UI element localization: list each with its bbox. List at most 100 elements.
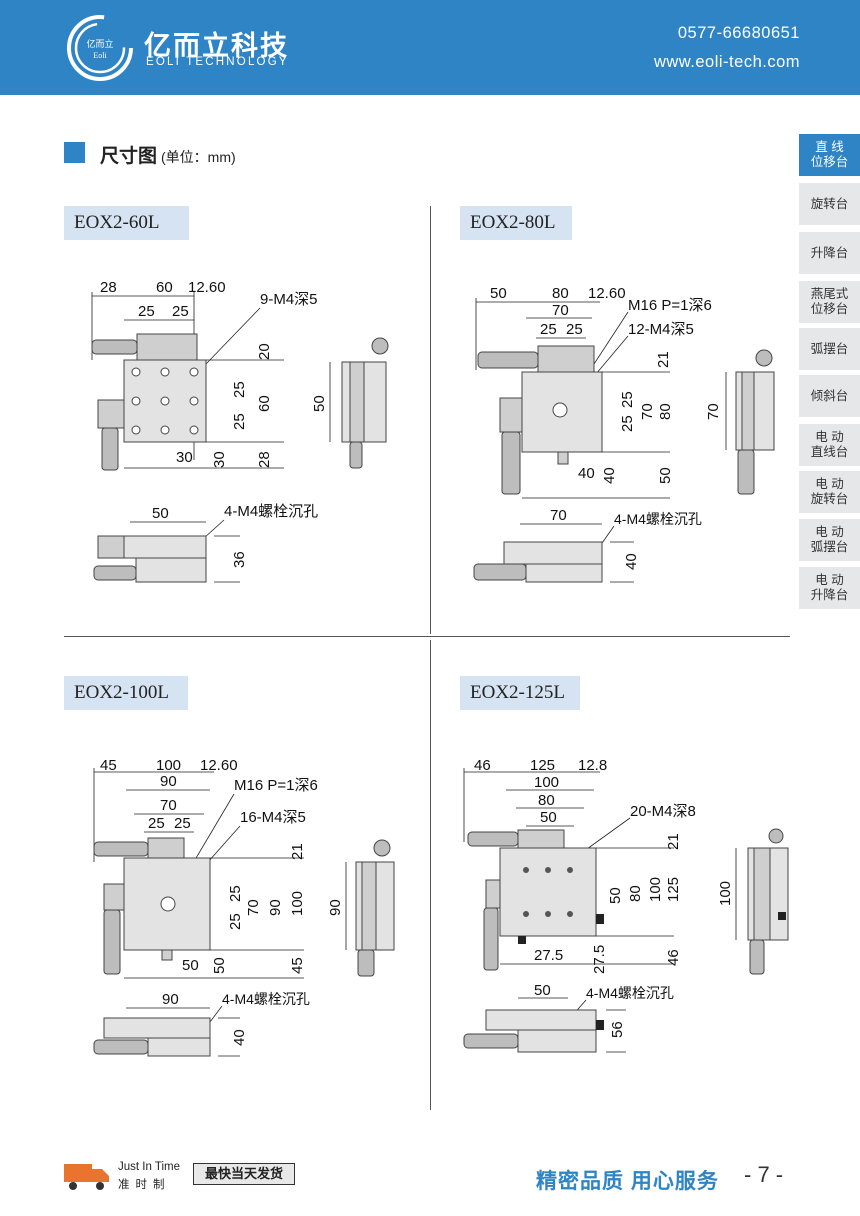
jit-label-en: Just In Time bbox=[118, 1161, 180, 1173]
hole-note: 20-M4深8 bbox=[630, 803, 696, 820]
thread-note: M16 P=1深6 bbox=[628, 297, 712, 314]
dim-inner-2: 70 bbox=[160, 797, 177, 814]
drawing-eox2-60l: 28 60 12.60 25 25 9-M4深5 20 25 60 25 30 … bbox=[91, 279, 389, 583]
dim-right-5: 30 bbox=[211, 451, 228, 468]
model-label-eox2-60l: EOX2-60L bbox=[64, 206, 189, 240]
dim-right-5: 25 bbox=[619, 415, 636, 432]
dim-right-3: 60 bbox=[256, 395, 273, 412]
nav-item-dovetail-stage[interactable]: 燕尾式 位移台 bbox=[799, 281, 860, 323]
divider-vertical-top bbox=[430, 206, 431, 634]
nav-item-rotation-stage[interactable]: 旋转台 bbox=[799, 183, 860, 225]
drawing-eox2-125l: 46 125 12.8 100 80 50 20-M4深8 21 50 80 1… bbox=[463, 757, 789, 1053]
dim-right-1: 21 bbox=[665, 833, 682, 850]
dim-right-7: 50 bbox=[211, 957, 228, 974]
dim-inner-1: 90 bbox=[160, 773, 177, 790]
nav-item-lift-stage[interactable]: 升降台 bbox=[799, 232, 860, 274]
drawing-eox2-80l: 50 80 12.60 70 25 25 M16 P=1深6 12-M4深5 2… bbox=[473, 285, 775, 583]
dim-bottom: 27.5 bbox=[534, 947, 563, 964]
dim-inner-4: 25 bbox=[174, 815, 191, 832]
dim-right-6: 25 bbox=[227, 913, 244, 930]
footer-slogan: 精密品质 用心服务 bbox=[536, 1170, 719, 1193]
front-note: 4-M4螺栓沉孔 bbox=[614, 511, 702, 527]
hole-note: 16-M4深5 bbox=[240, 809, 306, 826]
dim-right-2: 50 bbox=[607, 887, 624, 904]
nav-item-linear-stage[interactable]: 直 线 位移台 bbox=[799, 134, 860, 176]
website-link[interactable]: www.eoli-tech.com bbox=[653, 53, 800, 71]
dim-right-3: 70 bbox=[245, 899, 262, 916]
dim-top-2: 80 bbox=[552, 285, 569, 302]
model-label-eox2-100l: EOX2-100L bbox=[64, 676, 188, 710]
dim-inner-3: 25 bbox=[566, 321, 583, 338]
dim-right-2: 25 bbox=[231, 381, 248, 398]
section-unit: (单位：mm) bbox=[161, 149, 236, 165]
drawing-eox2-100l: 45 100 12.60 90 70 25 25 M16 P=1深6 16-M4… bbox=[93, 757, 395, 1057]
dim-top-3: 12.60 bbox=[188, 279, 226, 296]
dim-top-2: 125 bbox=[530, 757, 555, 774]
dim-right-3: 80 bbox=[627, 885, 644, 902]
nav-item-motorized-rotation[interactable]: 电 动 旋转台 bbox=[799, 471, 860, 513]
dim-top-3: 12.60 bbox=[588, 285, 626, 302]
dim-bottom: 30 bbox=[176, 449, 193, 466]
dim-right-4: 80 bbox=[657, 403, 674, 420]
dim-front-height: 40 bbox=[231, 1029, 248, 1046]
nav-item-tilt-stage[interactable]: 倾斜台 bbox=[799, 375, 860, 417]
dim-right-6: 28 bbox=[256, 451, 273, 468]
company-name-cn: 亿而立科技 bbox=[144, 31, 289, 61]
nav-item-motorized-lift[interactable]: 电 动 升降台 bbox=[799, 567, 860, 609]
dim-side: 70 bbox=[705, 403, 722, 420]
thread-note: M16 P=1深6 bbox=[234, 777, 318, 794]
model-label-eox2-80l: EOX2-80L bbox=[460, 206, 572, 240]
dim-side: 50 bbox=[311, 395, 328, 412]
dim-front-height: 56 bbox=[609, 1021, 626, 1038]
dim-top-1: 46 bbox=[474, 757, 491, 774]
section-title: 尺寸图(单位：mm) bbox=[100, 141, 236, 168]
company-logo-icon: 亿而立 Eoli bbox=[67, 15, 133, 81]
nav-item-goniometer-stage[interactable]: 弧摆台 bbox=[799, 328, 860, 370]
dim-top-2: 100 bbox=[156, 757, 181, 774]
dim-bottom: 40 bbox=[578, 465, 595, 482]
section-marker-icon bbox=[64, 142, 85, 163]
front-note: 4-M4螺栓沉孔 bbox=[224, 503, 318, 520]
dim-right-2: 25 bbox=[619, 391, 636, 408]
dim-front-height: 36 bbox=[231, 551, 248, 568]
page-number: - 7 - bbox=[744, 1162, 784, 1187]
dim-inner-2: 80 bbox=[538, 792, 555, 809]
dim-front-width: 90 bbox=[162, 991, 179, 1008]
model-label-eox2-125l: EOX2-125L bbox=[460, 676, 580, 710]
hole-note: 9-M4深5 bbox=[260, 291, 318, 308]
dim-right-3: 70 bbox=[639, 403, 656, 420]
dim-right-5: 125 bbox=[665, 877, 682, 902]
dim-front-width: 50 bbox=[152, 505, 169, 522]
dim-top-1: 45 bbox=[100, 757, 117, 774]
dim-inner-1: 70 bbox=[552, 302, 569, 319]
dim-right-7: 50 bbox=[657, 467, 674, 484]
dim-right-7: 46 bbox=[665, 949, 682, 966]
dim-right-5: 100 bbox=[289, 891, 306, 916]
dim-inner-2: 25 bbox=[172, 303, 189, 320]
dim-front-width: 50 bbox=[534, 982, 551, 999]
dim-top-1: 28 bbox=[100, 279, 117, 296]
dim-right-1: 20 bbox=[256, 343, 273, 360]
dim-inner-3: 50 bbox=[540, 809, 557, 826]
dim-inner-2: 25 bbox=[540, 321, 557, 338]
divider-vertical-bottom bbox=[430, 640, 431, 1110]
dim-right-4: 100 bbox=[647, 877, 664, 902]
dim-inner-1: 25 bbox=[138, 303, 155, 320]
dim-right-6: 27.5 bbox=[591, 945, 608, 974]
delivery-truck-icon bbox=[64, 1164, 109, 1190]
divider-horizontal bbox=[64, 636, 790, 637]
phone-number: 0577-66680651 bbox=[677, 24, 800, 42]
dim-front-height: 40 bbox=[623, 553, 640, 570]
dim-right-1: 21 bbox=[655, 351, 672, 368]
nav-item-motorized-linear[interactable]: 电 动 直线台 bbox=[799, 424, 860, 466]
dim-top-1: 50 bbox=[490, 285, 507, 302]
logo-text-cn: 亿而立 bbox=[86, 38, 113, 49]
jit-label-cn: 准时制 bbox=[118, 1179, 171, 1191]
dim-top-3: 12.60 bbox=[200, 757, 238, 774]
dim-right-6: 40 bbox=[601, 467, 618, 484]
nav-item-motorized-goniometer[interactable]: 电 动 弧摆台 bbox=[799, 519, 860, 561]
dim-side: 100 bbox=[717, 881, 734, 906]
section-title-text: 尺寸图 bbox=[100, 146, 158, 167]
front-note: 4-M4螺栓沉孔 bbox=[586, 985, 674, 1001]
company-name-en: EOLI TECHNOLOGY bbox=[146, 56, 289, 68]
